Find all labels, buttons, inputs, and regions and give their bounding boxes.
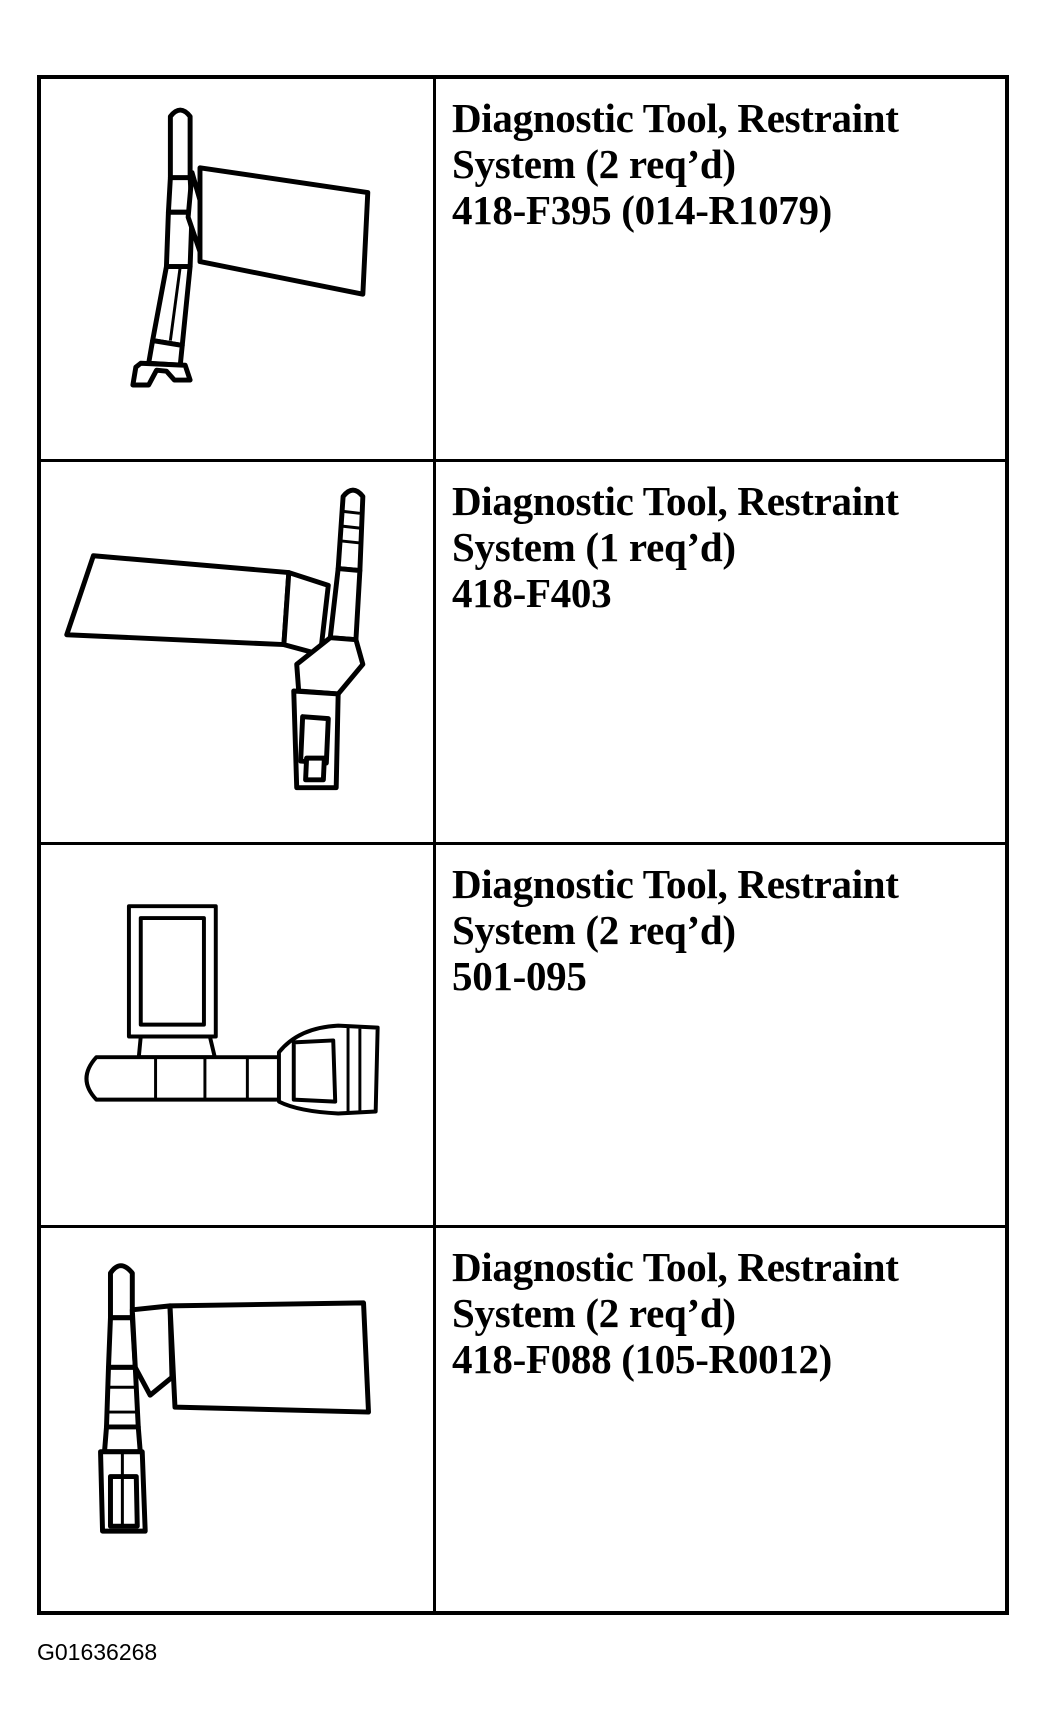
tool-part-number: 418-F395 (014-R1079)	[452, 187, 833, 233]
tool-description-cell: Diagnostic Tool, Restraint System (2 req…	[436, 845, 1005, 1228]
tool-description-cell: Diagnostic Tool, Restraint System (2 req…	[436, 1228, 1005, 1611]
tool-part-number: 501-095	[452, 953, 587, 999]
tool-illustration-cell	[41, 845, 436, 1228]
tool-part-number: 418-F088 (105-R0012)	[452, 1336, 833, 1382]
tool-part-number: 418-F403	[452, 570, 612, 616]
tool-illustration-cell	[41, 79, 436, 462]
restraint-tool-fork-icon	[130, 107, 371, 388]
tool-quantity: System (2 req’d)	[452, 141, 736, 187]
restraint-tool-horizontal-connector-icon	[84, 904, 380, 1116]
tool-name: Diagnostic Tool, Restraint	[452, 861, 899, 907]
tool-name: Diagnostic Tool, Restraint	[452, 478, 899, 524]
tool-quantity: System (2 req’d)	[452, 907, 736, 953]
tool-quantity: System (1 req’d)	[452, 524, 736, 570]
tool-table: Diagnostic Tool, Restraint System (2 req…	[37, 75, 1009, 1615]
restraint-tool-plug-icon	[98, 1263, 371, 1534]
tool-description-cell: Diagnostic Tool, Restraint System (2 req…	[436, 79, 1005, 462]
tool-name: Diagnostic Tool, Restraint	[452, 1244, 899, 1290]
tool-name: Diagnostic Tool, Restraint	[452, 95, 899, 141]
restraint-tool-connector-icon	[64, 487, 366, 791]
tool-quantity: System (2 req’d)	[452, 1290, 736, 1336]
tool-illustration-cell	[41, 462, 436, 845]
tool-illustration-cell	[41, 1228, 436, 1611]
figure-id: G01636268	[37, 1639, 158, 1665]
tool-description-cell: Diagnostic Tool, Restraint System (1 req…	[436, 462, 1005, 845]
